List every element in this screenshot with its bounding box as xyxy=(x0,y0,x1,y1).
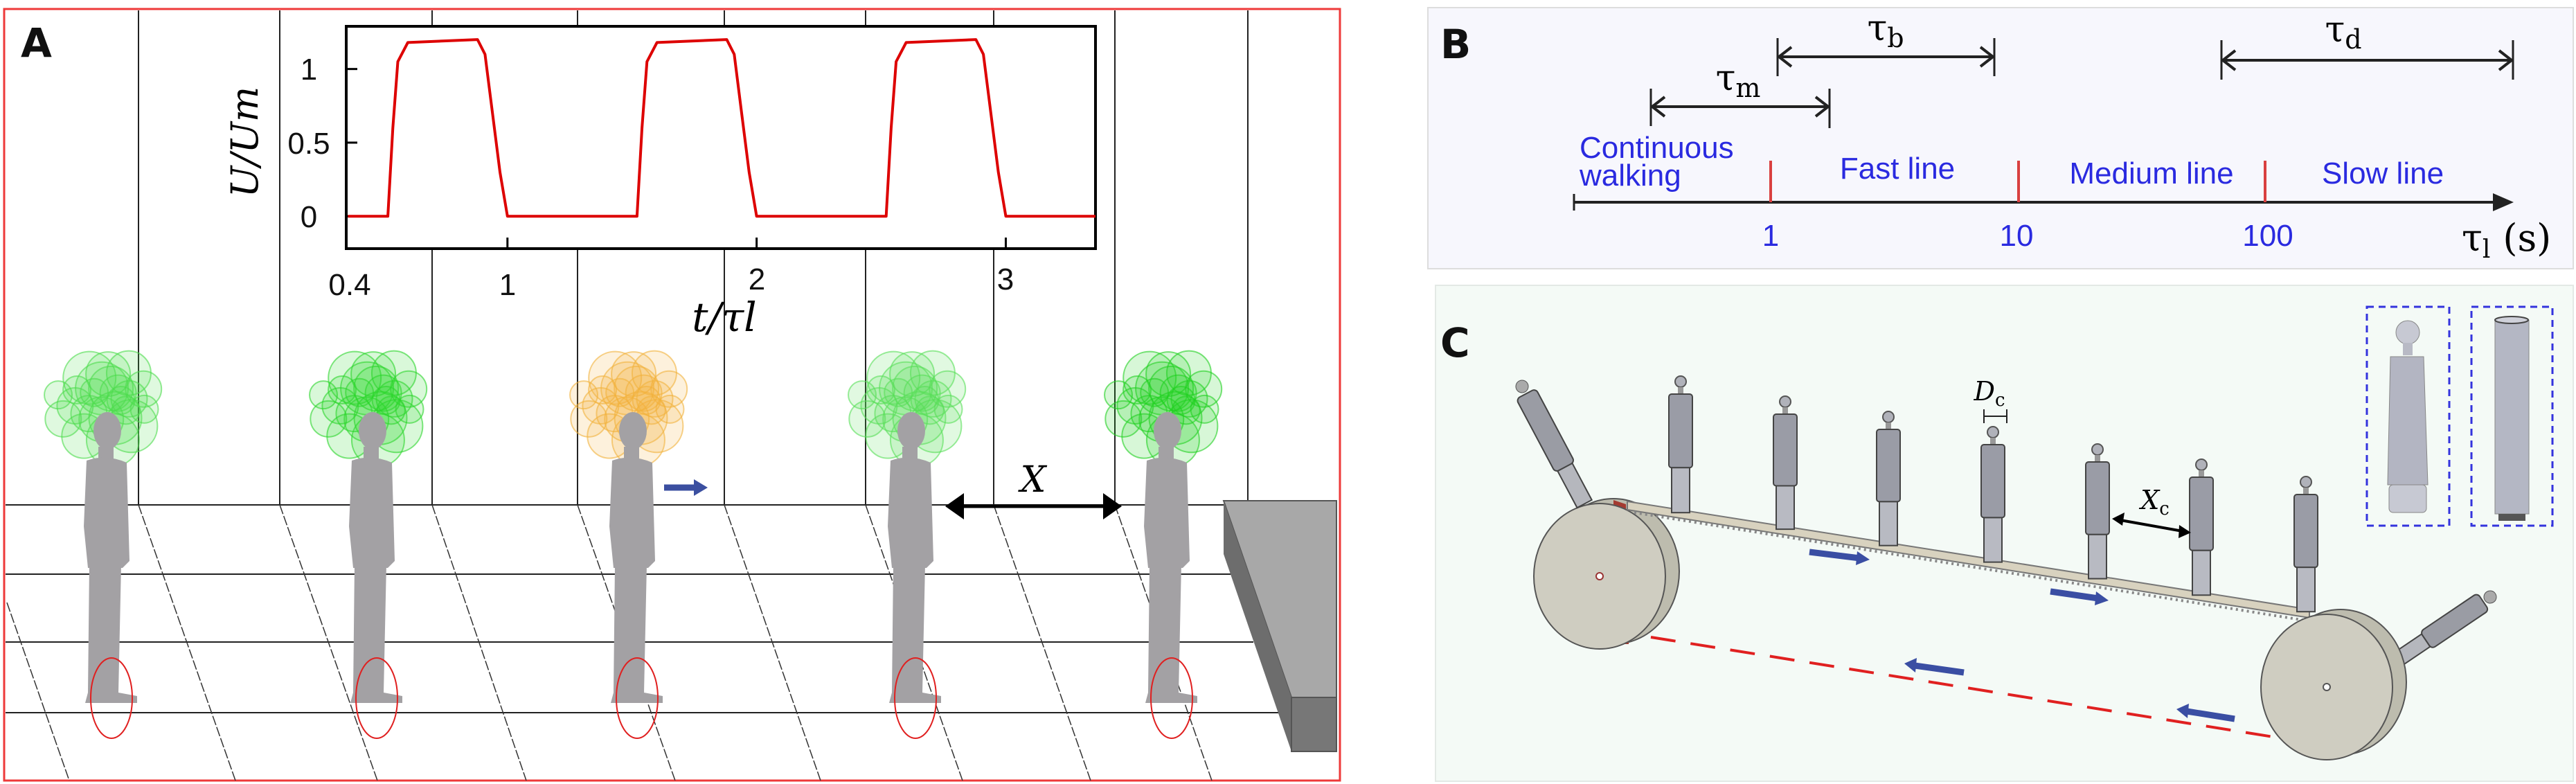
left-wheel xyxy=(1533,498,1680,650)
arrow-right-icon xyxy=(1809,549,1870,565)
belt-direction-arrows xyxy=(1809,549,2235,722)
panel-a: X A 1 0.5 0 0.4 1 2 3 t/τl U/Um xyxy=(3,8,1341,782)
inset-chart: 1 0.5 0 0.4 1 2 3 t/τl U/Um xyxy=(223,25,1097,341)
axis-tick-1: 1 xyxy=(1762,219,1779,253)
dc-dimension: Dc xyxy=(1973,376,2007,423)
mannequin xyxy=(2293,476,2318,613)
counter-block xyxy=(1222,500,1337,752)
spacing-label: X xyxy=(1017,459,1047,501)
axis-tick-100: 100 xyxy=(2242,219,2293,253)
mannequin xyxy=(1773,395,1798,531)
plot-frame xyxy=(345,25,1097,250)
pedestrian xyxy=(569,350,688,739)
belt-teeth xyxy=(1634,511,2307,622)
x-tick-label: 1 xyxy=(499,268,516,302)
xc-label: Xc xyxy=(2138,485,2170,519)
tau-d-range: τd xyxy=(2220,9,2514,80)
panel-b-background xyxy=(1427,7,2574,269)
pedestrian xyxy=(848,350,967,739)
arrow-left-icon xyxy=(2176,704,2235,722)
pedestrian xyxy=(309,350,428,739)
y-axis-label: U/Um xyxy=(223,87,267,197)
pedestrian xyxy=(44,350,163,739)
tau-d-label: τd xyxy=(2325,9,2361,55)
panel-label-c: C xyxy=(1440,319,1470,366)
tau-b-label: τb xyxy=(1867,8,1904,53)
panel-c: C xyxy=(1435,285,2574,782)
perception-cloud xyxy=(309,350,428,467)
right-wheel xyxy=(2260,609,2407,760)
walking-direction-arrow xyxy=(664,479,708,496)
foot-ellipse xyxy=(1150,657,1193,739)
xc-dimension: Xc xyxy=(2112,485,2191,538)
mannequin xyxy=(2189,458,2214,596)
regime-slow-line: Slow line xyxy=(2322,157,2444,190)
person-silhouette xyxy=(609,412,663,703)
tau-b-range: τb xyxy=(1776,8,1996,76)
foot-ellipse xyxy=(355,657,398,739)
mannequin xyxy=(1980,426,2005,563)
cylinder-inset xyxy=(2470,305,2554,527)
mannequin xyxy=(1876,411,1901,546)
mannequin xyxy=(2085,443,2110,580)
x-tick-label: 3 xyxy=(997,262,1014,296)
series-line xyxy=(348,38,1095,218)
tau-m-range: τm xyxy=(1649,57,1831,128)
regime-walking: walking xyxy=(1579,159,1681,193)
tau-m-label: τm xyxy=(1716,57,1761,103)
axis-label: τl(s) xyxy=(2462,216,2551,264)
spacing-arrow: X xyxy=(945,459,1122,519)
tilted-mannequin-left xyxy=(1515,380,1593,509)
foot-ellipse xyxy=(616,657,659,739)
x-tick-label: 2 xyxy=(749,262,765,296)
chart-marks xyxy=(346,38,1095,249)
arrow-left-icon xyxy=(1904,658,1965,676)
panel-b: B 1 10 100 τl(s) Continuous walking Fast… xyxy=(1427,7,2574,269)
y-tick-label: 1 xyxy=(301,53,317,87)
regime-continuous: Continuous xyxy=(1580,131,1734,165)
foot-ellipse xyxy=(90,657,133,739)
y-tick-label: 0 xyxy=(301,200,317,234)
regime-fast-line: Fast line xyxy=(1840,152,1955,186)
x-tick-label: 0.4 xyxy=(328,268,370,302)
axis-tick-10: 10 xyxy=(2000,219,2034,253)
return-path-dashed xyxy=(1650,636,2296,742)
arrow-right-icon xyxy=(2050,588,2109,605)
belt-mannequins xyxy=(1668,375,2318,613)
timescale-axis: 1 10 100 τl(s) xyxy=(1573,161,2551,264)
foot-ellipse xyxy=(894,657,937,739)
dc-label: Dc xyxy=(1973,376,2005,411)
y-tick-label: 0.5 xyxy=(287,127,330,161)
mannequin xyxy=(1668,375,1693,514)
regime-medium-line: Medium line xyxy=(2069,157,2233,190)
pedestrian xyxy=(1104,350,1223,739)
panel-label-a: A xyxy=(21,19,52,66)
x-axis-label: t/τl xyxy=(692,294,757,341)
mannequin-inset xyxy=(2365,305,2451,527)
panel-label-b: B xyxy=(1440,21,1471,68)
pedestrians xyxy=(44,350,1223,739)
